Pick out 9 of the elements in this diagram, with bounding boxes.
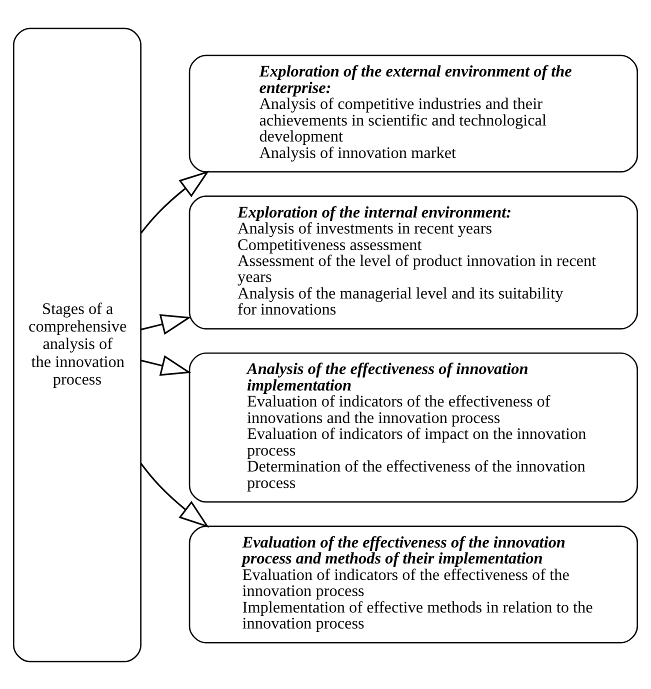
arrow: [140, 462, 210, 528]
node-box: Evaluation of the effectiveness of the innovation process and methods of their implementation Evaluation of indicators of the effectiveness of the innovation process Implementation of effective methods in relation to the innovation process: [188, 525, 638, 643]
arrow: [140, 354, 192, 376]
node-box: Stages of a comprehensive analysis of the innovation process: [12, 27, 142, 662]
arrow: [140, 170, 210, 234]
arrow: [140, 314, 192, 334]
node-box: Analysis of the effectiveness of innovation implementation Evaluation of indicators of the effectiveness of innovations and the innovation process Evaluation of indicators of impact on the innovation process Determination of the effectiveness of the innovation process: [188, 352, 638, 502]
node-box: Exploration of the internal environment: Analysis of investments in recent years Competitiveness assessment Assessment of the level of product innovation in recent years Analysis of the managerial level and its suitability for innovations: [188, 195, 638, 329]
node-box: Exploration of the external environment of the enterprise: Analysis of competitive industries and their achievements in scientific and technological development Analysis of innovation market: [188, 54, 638, 172]
